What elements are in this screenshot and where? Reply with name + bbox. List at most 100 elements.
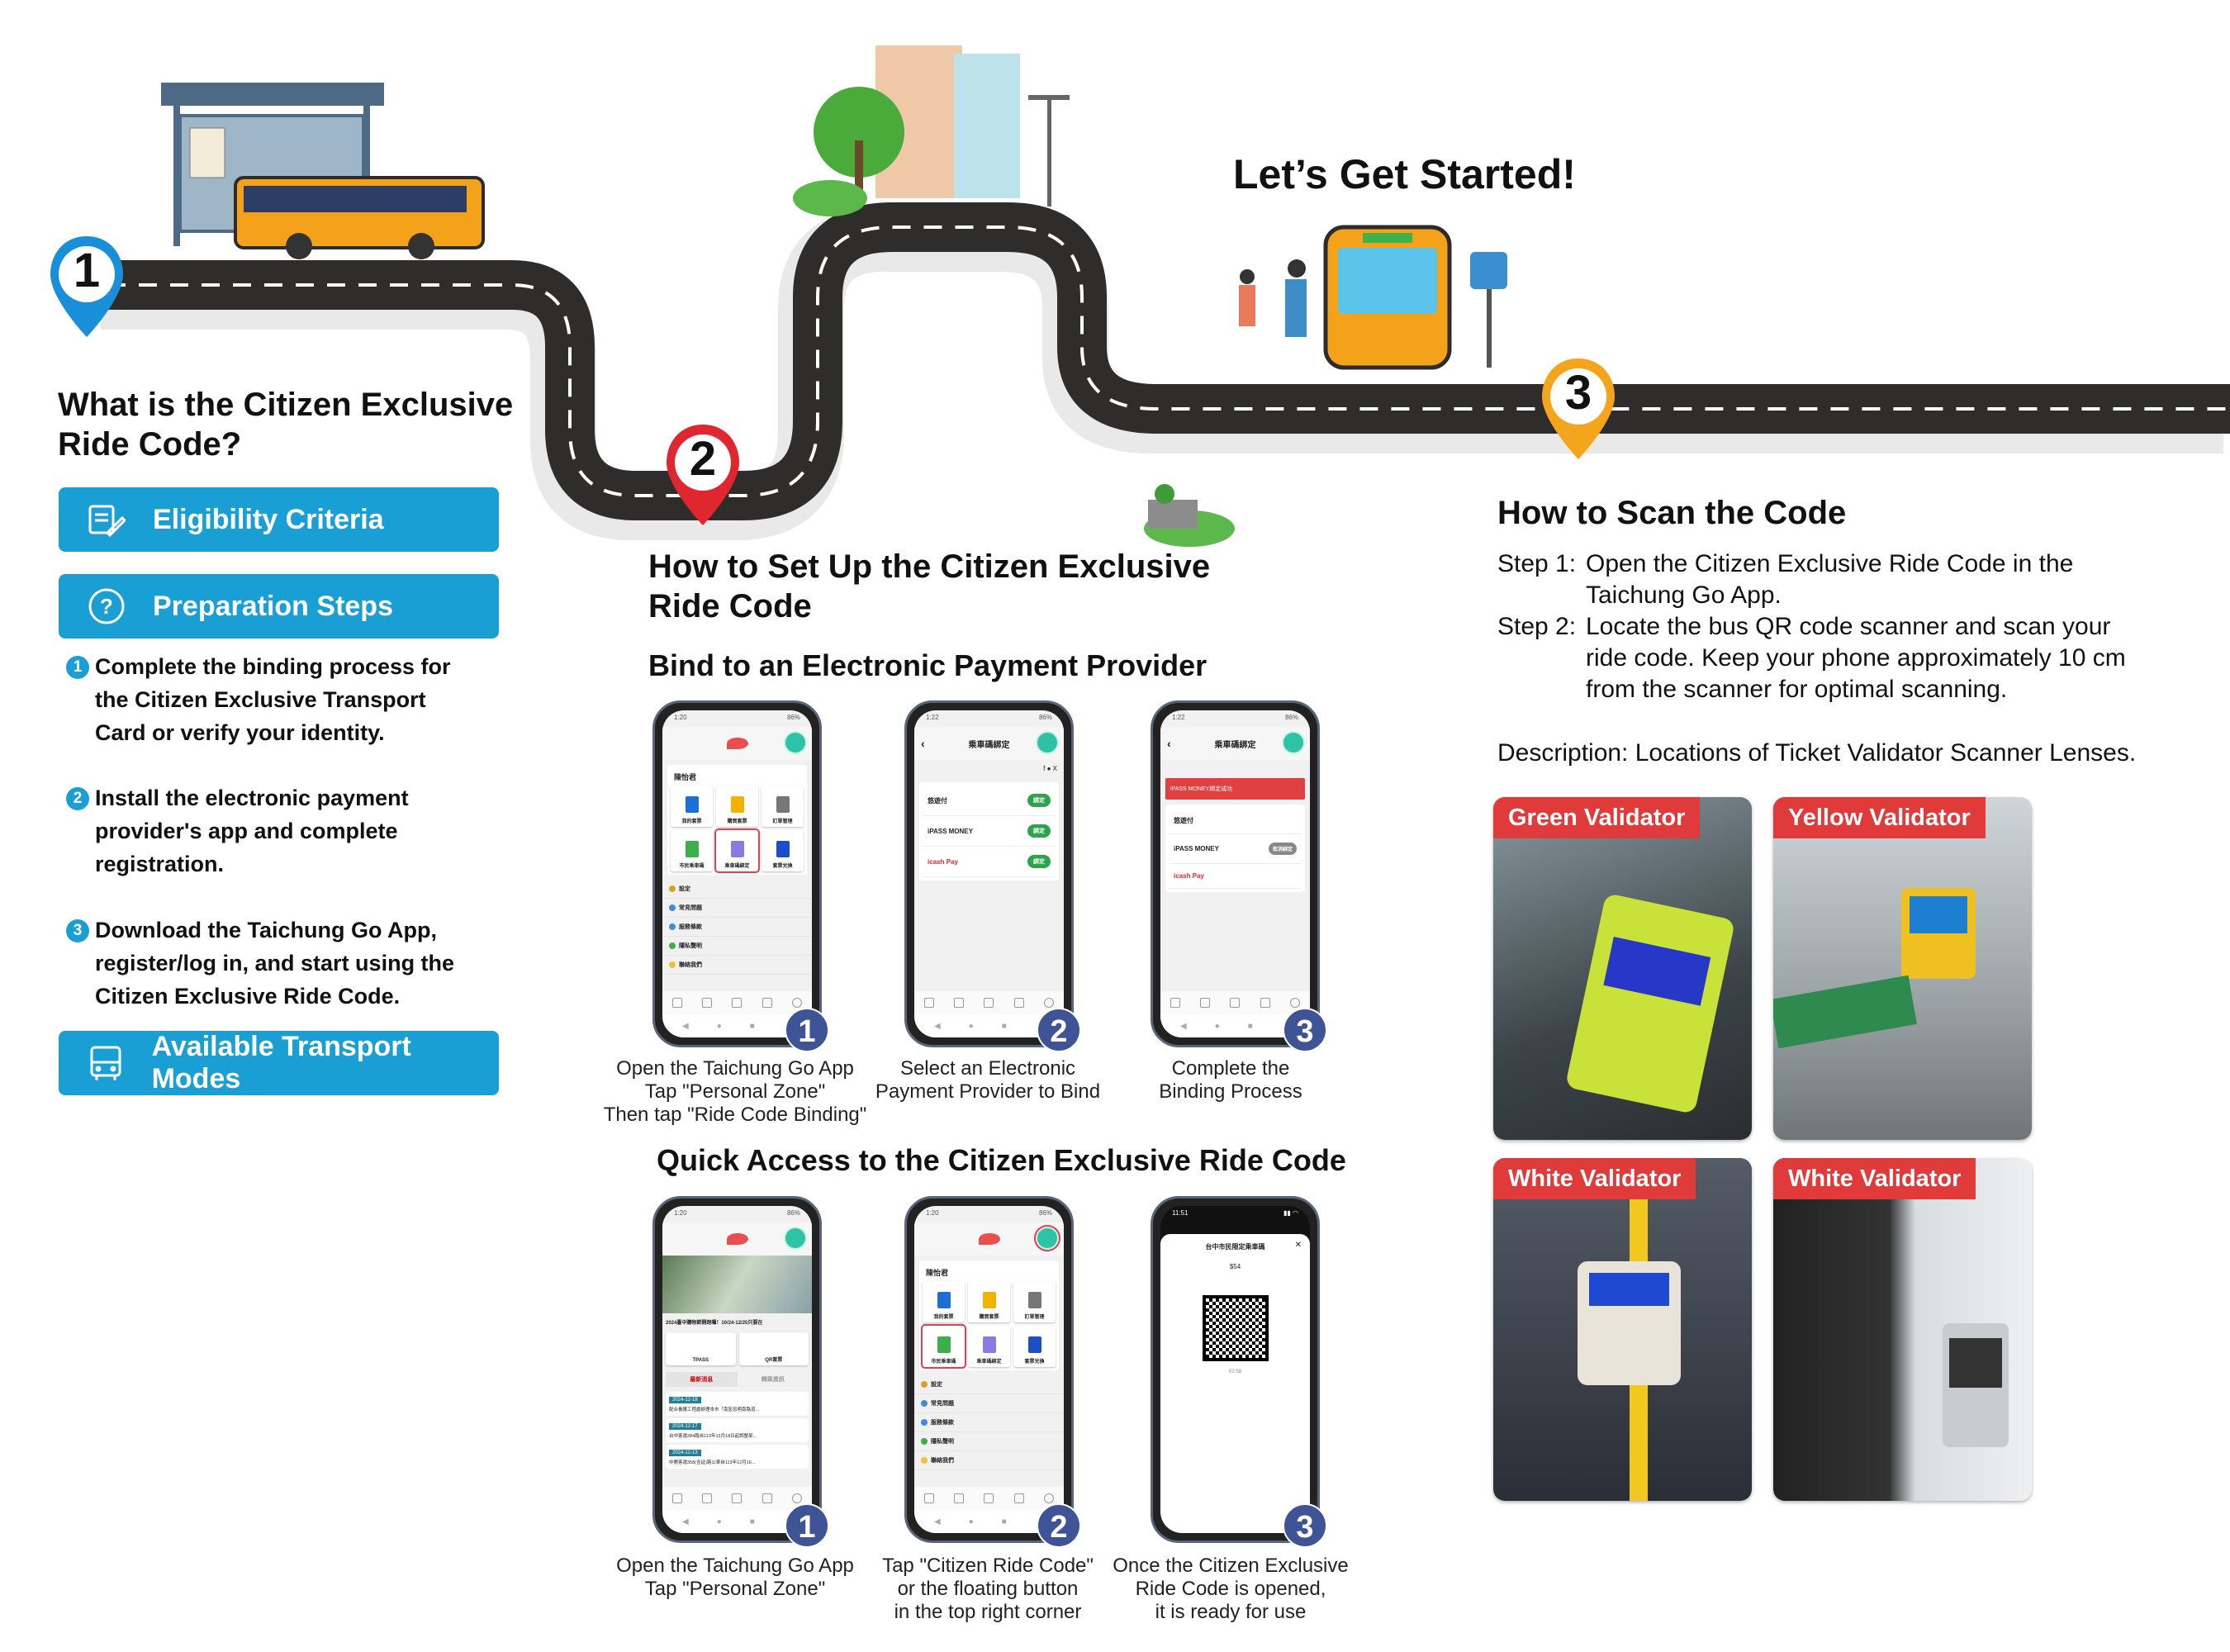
bind-button[interactable]: 綁定 (1027, 794, 1051, 807)
feature-tile[interactable]: 我的套票 (671, 786, 713, 827)
question-circle-icon: ? (83, 586, 130, 627)
nav-tab-icon[interactable] (762, 1493, 772, 1503)
home-tab[interactable]: 最新消息 (666, 1372, 738, 1387)
home-nav-icon[interactable]: ● (968, 1021, 974, 1031)
provider-name: icash Pay (928, 857, 958, 866)
menu-item[interactable]: 聯絡我們 (662, 956, 812, 975)
nav-tab-icon[interactable] (702, 998, 713, 1008)
menu-item[interactable]: 服務條款 (914, 1413, 1064, 1432)
unbind-button[interactable]: 取消綁定 (1268, 843, 1297, 855)
home-nav-icon[interactable]: ● (968, 1517, 974, 1526)
close-icon[interactable]: ✕ (1294, 1241, 1302, 1250)
nav-tab-icon[interactable] (702, 1493, 713, 1503)
home-card[interactable]: QR套票 (738, 1332, 809, 1365)
home-tab[interactable]: 轉乘資訊 (761, 1377, 785, 1383)
feature-tile[interactable]: 乘車碼綁定 (714, 828, 760, 873)
feature-tile[interactable]: 市民乘車碼 (671, 830, 713, 871)
preparation-steps-button[interactable]: ? Preparation Steps (59, 574, 499, 638)
nav-tab-icon[interactable] (954, 1493, 965, 1503)
feature-tile[interactable]: 市民乘車碼 (921, 1324, 966, 1369)
nav-tab-icon[interactable] (1013, 1493, 1024, 1503)
feature-tile[interactable]: 套票兌換 (1013, 1326, 1056, 1367)
recents-nav-icon[interactable]: ■ (1001, 1517, 1007, 1526)
menu-icon (669, 961, 676, 968)
back-nav-icon[interactable]: ◀ (934, 1021, 941, 1031)
back-nav-icon[interactable]: ◀ (682, 1517, 689, 1526)
nav-tab-icon[interactable] (924, 998, 935, 1008)
menu-item[interactable]: 聯絡我們 (914, 1451, 1064, 1470)
feature-tile[interactable]: 購買套票 (968, 1281, 1010, 1322)
recents-nav-icon[interactable]: ■ (749, 1517, 755, 1526)
floating-qr-button[interactable] (784, 1227, 807, 1250)
menu-item[interactable]: 服務條款 (662, 918, 812, 937)
feature-tile[interactable]: 我的套票 (923, 1281, 965, 1322)
nav-tab-icon[interactable] (762, 998, 772, 1008)
home-nav-icon[interactable]: ● (716, 1517, 722, 1526)
bind-button[interactable]: 綁定 (1027, 855, 1051, 868)
menu-icon (921, 1419, 928, 1426)
recents-nav-icon[interactable]: ■ (1001, 1021, 1007, 1031)
provider-row[interactable]: 悠遊付 (1169, 808, 1302, 834)
back-nav-icon[interactable]: ◀ (934, 1517, 941, 1526)
nav-tab-icon[interactable] (924, 1493, 935, 1503)
menu-item[interactable]: 設定 (914, 1375, 1064, 1394)
nav-tab-icon[interactable] (1200, 998, 1211, 1008)
provider-row[interactable]: icash Pay 綁定 (923, 847, 1056, 877)
menu-icon (921, 1381, 928, 1388)
menu-item[interactable]: 常見問題 (662, 899, 812, 918)
nav-tab-icon[interactable] (791, 1493, 802, 1503)
nav-tab-icon[interactable] (1043, 1493, 1054, 1503)
recents-nav-icon[interactable]: ■ (749, 1021, 755, 1031)
back-icon[interactable]: ‹ (1167, 737, 1171, 750)
feature-tile[interactable]: 套票兌換 (762, 830, 804, 871)
available-transport-modes-button[interactable]: Available Transport Modes (59, 1031, 499, 1095)
nav-tab-icon[interactable] (1170, 998, 1181, 1008)
nav-tab-icon[interactable] (1289, 998, 1300, 1008)
home-nav-icon[interactable]: ● (716, 1021, 722, 1031)
bind-button[interactable]: 綁定 (1027, 824, 1051, 838)
floating-qr-button[interactable] (784, 731, 807, 754)
menu-icon (921, 1438, 928, 1445)
nav-tab-icon[interactable] (1260, 998, 1270, 1008)
provider-row[interactable]: 悠遊付綁定 (923, 786, 1056, 816)
menu-item[interactable]: 常見問題 (914, 1394, 1064, 1413)
nav-tab-icon[interactable] (732, 1493, 743, 1503)
provider-row[interactable]: icash Pay (1169, 864, 1302, 889)
floating-qr-button[interactable] (1282, 731, 1305, 754)
nav-tab-icon[interactable] (791, 998, 802, 1008)
nav-tab-icon[interactable] (1230, 998, 1241, 1008)
nav-tab-icon[interactable] (1013, 998, 1024, 1008)
nav-tab-icon[interactable] (1043, 998, 1054, 1008)
nav-tab-icon[interactable] (732, 998, 743, 1008)
home-nav-icon[interactable]: ● (1214, 1021, 1220, 1031)
back-nav-icon[interactable]: ◀ (682, 1021, 689, 1031)
nav-tab-icon[interactable] (954, 998, 965, 1008)
menu-item[interactable]: 隱私聲明 (662, 937, 812, 956)
menu-item[interactable]: 隱私聲明 (914, 1432, 1064, 1451)
recents-nav-icon[interactable]: ■ (1247, 1021, 1253, 1031)
floating-qr-button[interactable] (1036, 731, 1059, 754)
feature-tile[interactable]: 訂單管理 (762, 786, 804, 827)
feature-tile[interactable]: 訂單管理 (1013, 1281, 1056, 1322)
eligibility-criteria-button[interactable]: Eligibility Criteria (59, 487, 499, 552)
nav-tab-icon[interactable] (672, 998, 683, 1008)
nav-tab-icon[interactable] (672, 1493, 683, 1503)
back-icon[interactable]: ‹ (921, 737, 925, 750)
floating-qr-button[interactable] (1034, 1225, 1060, 1251)
back-nav-icon[interactable]: ◀ (1180, 1021, 1187, 1031)
home-card[interactable]: TPASS (666, 1332, 736, 1365)
feature-tile[interactable]: 購買套票 (716, 786, 758, 827)
nav-tab-icon[interactable] (984, 998, 994, 1008)
feature-tile[interactable]: 乘車碼綁定 (968, 1326, 1010, 1367)
white-validator-photo-2: White Validator (1773, 1158, 2032, 1501)
nav-tab-icon[interactable] (984, 1493, 994, 1503)
menu-item[interactable]: 設定 (662, 880, 812, 899)
bottom-nav (914, 1487, 1064, 1510)
